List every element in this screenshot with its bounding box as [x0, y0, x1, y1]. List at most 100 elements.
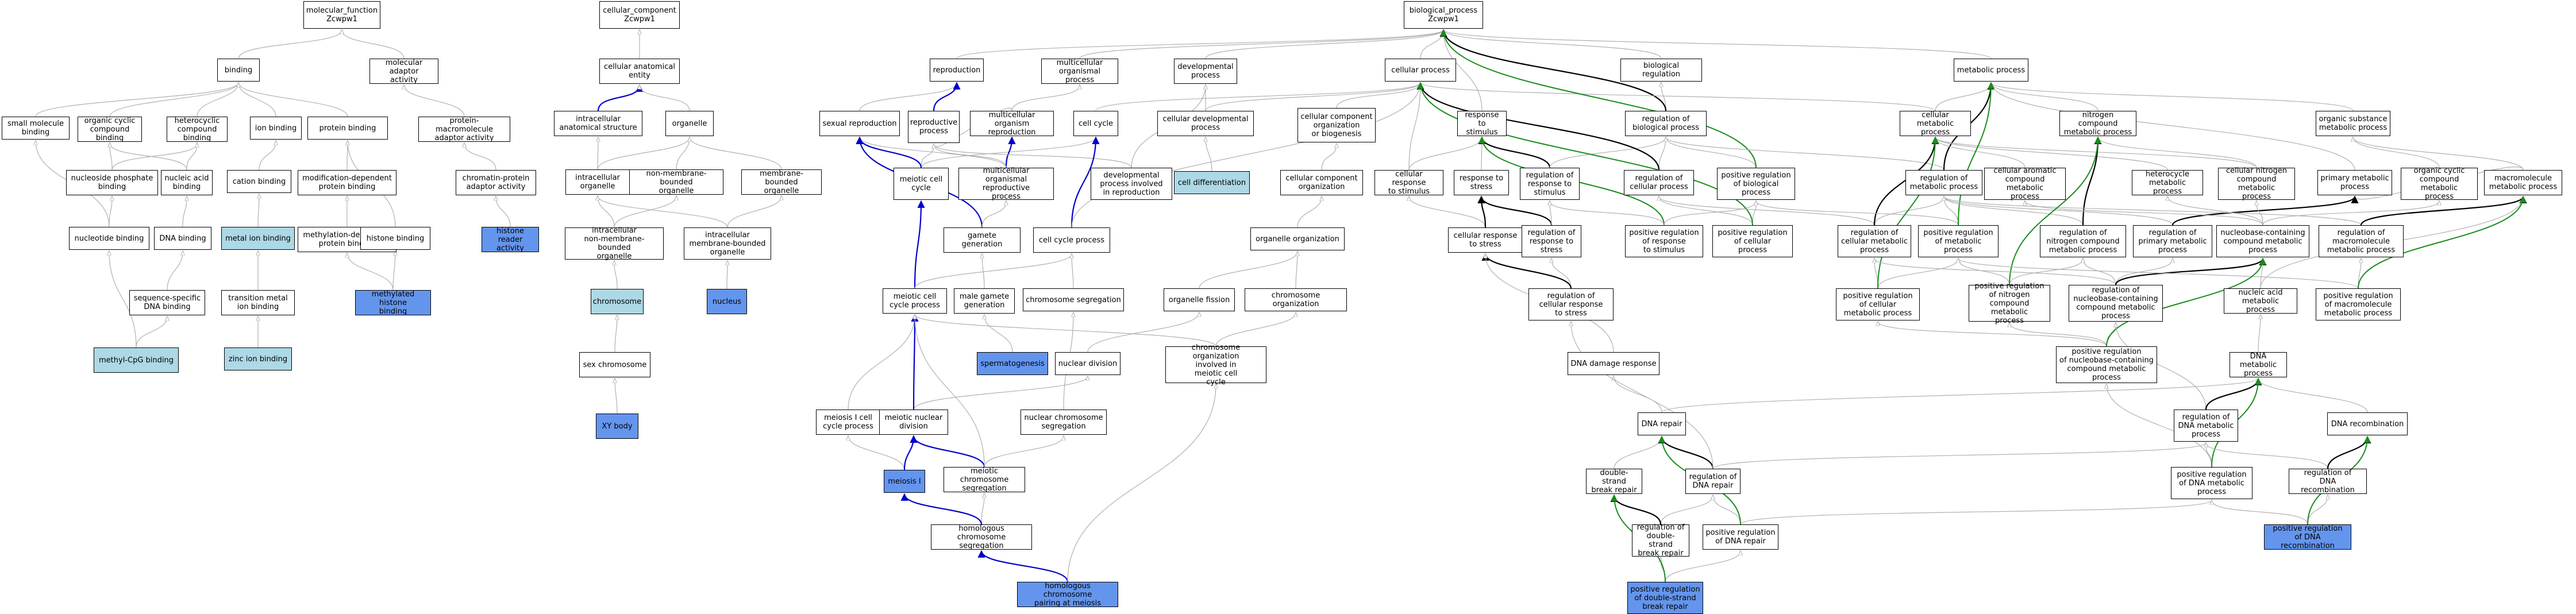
node-nucleic-bind: nucleic acid binding [161, 170, 213, 195]
edge-methyl_histone-to-histone_bind [392, 251, 395, 291]
edge-reg_resp_stress-to-resp_stress [1477, 195, 1553, 226]
edge-chrom_org-to-org_org [1296, 252, 1297, 289]
node-cell-nitro: cellular nitrogen compound metabolic pro… [2218, 167, 2295, 201]
edge-meiotic_nuc_div-to-meiotic_proc [911, 314, 919, 410]
node-nonmem-org: non-membrane-bounded organelle [629, 169, 723, 195]
node-reg-cell: regulation of cellular process [1624, 170, 1694, 195]
edge-cell_diff-to-cell_dev [1206, 137, 1212, 172]
edge-dna_metab-to-nucleic_metab [2258, 315, 2261, 353]
edge-reg_nuc-to-nuc_metab [2115, 257, 2267, 285]
edge-multi_org-to-bp [1079, 30, 1443, 59]
edge-binding-to-mf [238, 30, 342, 59]
edge-cell_cycle_proc-to-cell_cycle [1071, 136, 1100, 228]
edge-pm_adaptor-to-mol_adaptor [404, 85, 465, 117]
node-cell-proc: cellular process [1385, 59, 1456, 82]
edge-pos_nitro-to-reg_nitro [2009, 258, 2083, 285]
edge-reg_nuc-to-reg_primary [2115, 258, 2173, 285]
node-cell-cycle-proc: cell cycle process [1033, 227, 1110, 253]
edge-resp_stress-to-resp_stim [1481, 137, 1482, 171]
edge-reg_nitro-to-reg_metab [1944, 196, 2084, 226]
edge-pos_cell_metab-to-pos_metab [1877, 258, 1958, 289]
edge-pos_nitro-to-pos_metab [1958, 258, 2010, 285]
edge-reg_cell_metab-to-cell_metab [1873, 136, 1939, 226]
node-gamete-gen: gamete generation [944, 227, 1021, 253]
edge-nuc_phos-to-hetero_bind [111, 143, 197, 171]
node-histone-reader: histone reader activity [482, 227, 539, 253]
edge-meiotic_cycle-to-repro_proc [921, 144, 934, 168]
edge-multi_repro-to-multi_org [1011, 85, 1080, 111]
edge-meiosis_i_cycle-to-meiotic_proc [848, 315, 915, 410]
node-reg-cell-metab: regulation of cellular metabolic process [1838, 225, 1911, 257]
edge-homolog_pair-to-homolog_seg [977, 550, 1069, 582]
edge-nuc_metab-to-org_cyc_metab [2262, 201, 2439, 226]
edge-org_sub-to-metabolic [1991, 83, 2354, 111]
node-nuc-phos: nucleoside phosphate binding [66, 170, 158, 195]
node-meiosis-i: meiosis I [884, 470, 925, 493]
node-cell-arom: cellular aromatic compound metabolic pro… [1984, 167, 2066, 201]
node-male-gam: male gamete generation [954, 288, 1015, 314]
edge-nucleic_bind-to-org_cyclic [110, 143, 187, 171]
node-meiotic-cycle: meiotic cell cycle [894, 168, 949, 200]
node-dna-damage: DNA damage response [1568, 352, 1659, 375]
node-pos-cell-metab: positive regulation of cellular metaboli… [1836, 288, 1920, 320]
node-reg-dna-repair: regulation of DNA repair [1685, 469, 1741, 494]
edge-pos_dna_repair-to-reg_dna_repair [1713, 495, 1741, 525]
node-methyl-histone: methylated histone binding [355, 290, 431, 316]
node-multi-repro-proc: multicellular organismal reproductive pr… [958, 167, 1054, 201]
edge-cco-to-ccob [1321, 144, 1337, 171]
edge-methyl_cpg-to-seq_dna [136, 316, 167, 348]
edge-dna_recomb-to-dna_metab [2258, 379, 2368, 413]
node-hetero-metab: heterocycle metabolic process [2132, 170, 2203, 196]
edge-meiosis_i-to-meiotic_nuc_div [903, 435, 918, 470]
edge-chrom_org_meiotic-to-meiotic_proc [915, 315, 1216, 347]
edge-org_fission-to-org_org [1199, 252, 1297, 289]
edge-multi_repro_proc-to-multi_repro [1005, 136, 1016, 168]
edge-pos_cell-to-reg_cell [1659, 196, 1753, 226]
edge-xy_body-to-sex_chrom [615, 379, 618, 414]
edge-cell_resp-to-cell_proc [1408, 83, 1420, 171]
edge-pos_cell_metab-to-reg_cell_metab [1874, 258, 1878, 289]
edge-meiosis_i-to-meiosis_i_cycle [848, 436, 905, 470]
node-chrom-adaptor: chromatin-protein adaptor activity [456, 170, 536, 195]
node-resp-stress: response to stress [1454, 170, 1509, 195]
edge-meiotic_proc-to-cell_cycle_proc [914, 254, 1072, 289]
node-chrom-org-meiotic: chromosome organization involved in meio… [1165, 343, 1266, 387]
edge-ion_bind-to-binding [238, 83, 276, 117]
edge-pos_nuc-to-pos_nitro [2009, 323, 2107, 347]
node-homolog-seg: homologous chromosome segregation [931, 524, 1032, 550]
node-nuc-chrom-seg: nuclear chromosome segregation [1021, 410, 1107, 435]
edge-pos_nuc-to-pos_cell_metab [1878, 322, 2107, 347]
edge-nitro_metab-to-metabolic [1991, 83, 2098, 111]
edge-intra_nonmem-to-nonmem_org [614, 196, 676, 228]
edge-cell_nitro-to-cell_metab [1935, 137, 2257, 168]
edge-meiotic_chrom_seg-to-meiotic_nuc_div [910, 435, 985, 468]
edge-pos_dna_metab-to-pos_nuc [2107, 384, 2212, 468]
edge-reg_resp-to-reg_bio [1549, 137, 1666, 168]
edge-reg_dna_recomb-to-dna_recomb [2327, 435, 2371, 469]
edge-reg_cell_metab-to-reg_cell [1659, 196, 1875, 226]
node-org-org: organelle organization [1250, 227, 1345, 250]
edge-multi_repro_proc-to-repro_proc [934, 144, 1007, 168]
edge-cell_cycle-to-cell_proc [1095, 83, 1420, 111]
edge-cell_dev-to-cell_proc [1205, 83, 1420, 111]
edge-pos_macro-to-pos_metab [1958, 258, 2359, 289]
edge-pos_nuc-to-nuc_metab [2106, 257, 2266, 347]
node-reg-cell-resp: regulation of cellular response to stres… [1528, 288, 1614, 320]
edge-chromosome-to-intra_nonmem [614, 261, 618, 289]
edge-resp_stim-to-bp [1443, 30, 1483, 111]
node-mf: molecular_function Zcwpw1 [303, 1, 380, 29]
edge-reg_macro-to-macro_metab [2360, 195, 2527, 226]
edge-pos_metab-to-metabolic [1958, 82, 1994, 226]
node-mem-org: membrane-bounded organelle [741, 169, 822, 195]
edge-nonmem_org-to-organelle [676, 137, 690, 170]
edge-reg_macro-to-reg_metab [1944, 196, 2362, 226]
edge-cell_cycle_proc-to-cell_proc [1071, 83, 1420, 228]
node-reg-nitro: regulation of nitrogen compound metaboli… [2040, 225, 2126, 257]
edge-hetero_metab-to-cell_metab [1935, 137, 2168, 171]
node-cc: cellular_component Zcwpw1 [599, 1, 680, 29]
node-resp-stim: response to stimulus [1457, 111, 1507, 137]
edge-cell_resp-to-resp_stim [1408, 137, 1482, 171]
node-cell-resp-stress: cellular response to stress [1448, 227, 1523, 253]
edge-sex_chrom-to-chromosome [614, 315, 617, 353]
node-intra-nonmem: intracellular non-membrane-bounded organ… [565, 226, 664, 261]
